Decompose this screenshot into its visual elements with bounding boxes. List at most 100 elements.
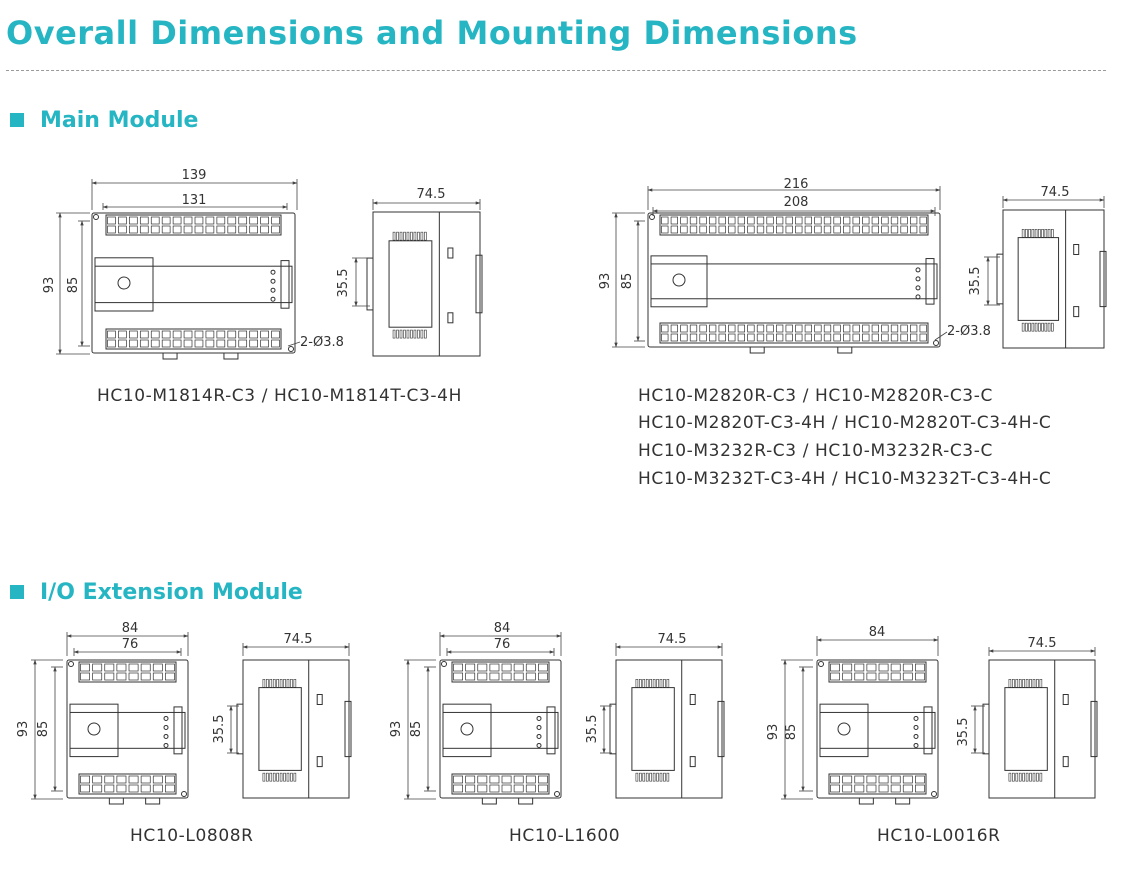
- terminal-screw: [194, 339, 204, 348]
- terminal-screw: [260, 330, 269, 339]
- vent-slot: [645, 679, 649, 688]
- terminal-screw: [718, 216, 726, 225]
- vent-slot: [639, 772, 642, 782]
- terminal-screw: [107, 216, 116, 225]
- terminal-screw: [116, 784, 127, 793]
- status-led: [915, 267, 921, 273]
- vent-slot: [659, 772, 663, 782]
- din-clip: [108, 797, 124, 805]
- vent-slot: [639, 679, 642, 688]
- section-label-main: Main Module: [40, 107, 199, 133]
- terminal-screw: [161, 330, 171, 339]
- terminal-screw: [919, 225, 927, 234]
- terminal-screw: [152, 775, 163, 784]
- terminal-screw: [823, 324, 832, 333]
- din-clip: [162, 352, 178, 360]
- terminal-screw: [271, 339, 280, 348]
- terminal-screw: [699, 216, 707, 225]
- vent-slot: [293, 772, 297, 782]
- side-latch: [316, 694, 323, 705]
- vent-slot: [1044, 229, 1048, 238]
- terminal-screw: [216, 339, 226, 348]
- terminal-screw: [140, 775, 151, 784]
- vent-slot: [1028, 229, 1031, 238]
- vent-slot: [1044, 322, 1048, 332]
- section-heading-io: I/O Extension Module: [10, 580, 303, 605]
- terminal-screw: [915, 663, 925, 672]
- vent-slot: [266, 772, 269, 782]
- terminal-screw: [165, 784, 175, 793]
- terminal-screw: [804, 225, 812, 234]
- terminal-screw: [513, 672, 524, 681]
- vent-slot: [1036, 772, 1039, 782]
- terminal-screw: [737, 216, 745, 225]
- terminal-screw: [890, 324, 899, 333]
- terminal-screw: [453, 775, 463, 784]
- terminal-block: [828, 773, 927, 795]
- terminal-screw: [699, 324, 707, 333]
- vent-slot: [410, 329, 413, 339]
- terminal-screw: [689, 333, 698, 342]
- terminal-screw: [538, 663, 548, 672]
- dim-label-main-b-depth: 74.5: [1041, 185, 1070, 200]
- terminal-screw: [699, 333, 707, 342]
- terminal-screw: [830, 663, 840, 672]
- terminal-screw: [104, 784, 115, 793]
- terminal-screw: [525, 663, 536, 672]
- terminal-screw: [919, 324, 927, 333]
- dim-label-main-a-w-inner: 131: [182, 193, 207, 208]
- mounting-hole: [933, 340, 939, 346]
- terminal-screw: [747, 216, 755, 225]
- status-led: [913, 715, 919, 721]
- terminal-screw: [501, 663, 512, 672]
- terminal-screw: [150, 225, 160, 234]
- terminal-screw: [161, 216, 171, 225]
- terminal-screw: [129, 216, 138, 225]
- terminal-screw: [525, 784, 536, 793]
- vent-slot: [1034, 229, 1038, 238]
- terminal-screw: [852, 225, 860, 234]
- terminal-screw: [165, 672, 175, 681]
- terminal-screw: [756, 225, 765, 234]
- terminal-screw: [216, 330, 226, 339]
- din-clip: [837, 346, 853, 354]
- section-bullet-icon: [10, 113, 24, 127]
- terminal-screw: [139, 339, 149, 348]
- terminal-block: [659, 322, 929, 344]
- terminal-screw: [900, 216, 908, 225]
- terminal-screw: [866, 784, 877, 793]
- terminal-screw: [538, 672, 548, 681]
- mounting-hole: [818, 661, 824, 667]
- terminal-screw: [152, 784, 163, 793]
- dim-label-io1-w-inner: 76: [122, 637, 139, 652]
- terminal-screw: [465, 663, 476, 672]
- vent-slot: [1031, 229, 1035, 238]
- terminal-screw: [271, 225, 280, 234]
- terminal-screw: [183, 225, 193, 234]
- vent-slot: [1015, 679, 1019, 688]
- vent-slot: [403, 231, 406, 241]
- side-recess: [258, 687, 302, 771]
- terminal-screw: [766, 225, 774, 234]
- section-bullet-icon: [10, 585, 24, 599]
- terminal-screw: [833, 225, 841, 234]
- din-clip: [518, 797, 534, 805]
- terminal-screw: [152, 672, 163, 681]
- terminal-screw: [776, 225, 784, 234]
- terminal-screw: [785, 324, 793, 333]
- vent-slot: [424, 329, 427, 339]
- terminal-screw: [249, 216, 258, 225]
- status-led: [270, 278, 276, 284]
- terminal-screw: [465, 784, 476, 793]
- terminal-screw: [92, 775, 103, 784]
- din-clip: [481, 797, 497, 805]
- terminal-screw: [785, 333, 793, 342]
- vent-slot: [1022, 772, 1025, 782]
- terminal-screw: [661, 333, 669, 342]
- status-led: [536, 724, 542, 730]
- side-recess: [1017, 237, 1060, 321]
- vent-slot: [406, 231, 410, 241]
- status-led: [915, 294, 921, 300]
- terminal-screw: [843, 324, 851, 333]
